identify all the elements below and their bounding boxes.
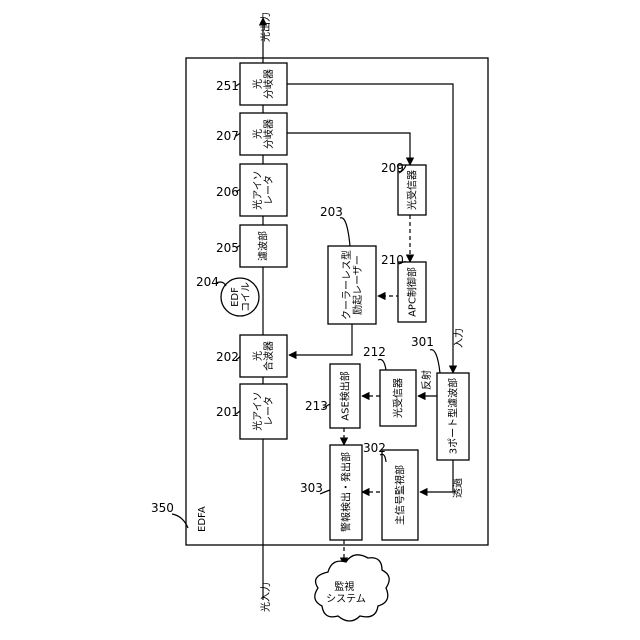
b201-ref-number: 201 — [216, 405, 239, 419]
b303-label-line: 警報検出・発出部 — [340, 452, 353, 532]
b209-label-line: 光受信器 — [406, 170, 419, 210]
b210-label: APC制御部 — [406, 267, 419, 317]
optical-input-label: 光入力 — [259, 582, 272, 612]
b251-label-line: 分岐器 — [262, 69, 275, 99]
b207-label-line: 光 — [251, 129, 264, 139]
transmit-301-302 — [420, 460, 453, 492]
b204-label-line: EDF — [230, 287, 241, 307]
b202-ref-number: 202 — [216, 350, 239, 364]
b204-label-line: コイル — [241, 282, 252, 312]
b301-ref-leader — [430, 350, 440, 373]
optical-output-label: 光出力 — [259, 12, 272, 42]
b251-label-line: 光 — [251, 79, 264, 89]
b205-ref-number: 205 — [216, 241, 239, 255]
edfa-ref-number: 350 — [151, 501, 174, 515]
b203-label: クーラーレス型励起レーザー — [340, 250, 364, 320]
b209-label: 光受信器 — [406, 170, 419, 210]
b204-ref-number: 204 — [196, 275, 219, 289]
b212-ref-number: 212 — [363, 345, 386, 359]
monitoring-system-line-1: 監視 — [334, 580, 354, 593]
b303-ref-number: 303 — [300, 481, 323, 495]
b302-ref-number: 302 — [363, 441, 386, 455]
b206-label-line: レータ — [263, 175, 275, 205]
b206-label-line: 光アイソ — [251, 170, 264, 210]
b212-ref-leader — [378, 359, 386, 370]
b212-label-line: 光受信器 — [392, 378, 405, 418]
b213-ref-number: 213 — [305, 399, 328, 413]
b206-ref-number: 206 — [216, 185, 239, 199]
b207-ref-number: 207 — [216, 129, 239, 143]
port-transmit-label: 透過 — [452, 478, 464, 498]
b301-label-line: 3ポート型濾波部 — [447, 378, 460, 454]
b202-label-line: 光 — [251, 351, 264, 361]
monitoring-system-line-2: システム — [326, 593, 366, 605]
port-reflect-label: 反射 — [421, 370, 433, 390]
port-input-label: 入力 — [452, 328, 465, 348]
b210-ref-number: 210 — [381, 253, 404, 267]
b209-ref-number: 209 — [381, 161, 404, 175]
b203-ref-leader — [340, 218, 350, 246]
b203-label-line: クーラーレス型 — [340, 250, 353, 320]
b210-label-line: APC制御部 — [406, 267, 419, 317]
b301-ref-number: 301 — [411, 335, 434, 349]
b212-label: 光受信器 — [392, 378, 405, 418]
b302-label-line: 主信号監視部 — [394, 465, 407, 525]
b202-label-line: 合波器 — [262, 341, 275, 371]
b251-ref-number: 251 — [216, 79, 239, 93]
b302-label: 主信号監視部 — [394, 465, 407, 525]
b203-label-line: 励起レーザー — [351, 255, 364, 315]
tap-251-line — [287, 84, 453, 373]
b201-label-line: レータ — [263, 396, 275, 426]
b201-label: 光アイソレータ — [251, 391, 275, 431]
b205-label-line: 濾波部 — [257, 231, 270, 261]
b203-ref-number: 203 — [320, 205, 343, 219]
b213-label: ASE検出部 — [339, 371, 352, 421]
edfa-label: EDFA — [197, 506, 208, 532]
pump-203-202 — [289, 322, 352, 355]
b206-label: 光アイソレータ — [251, 170, 275, 210]
b207-label-line: 分岐器 — [262, 119, 275, 149]
b201-label-line: 光アイソ — [251, 391, 264, 431]
b205-label: 濾波部 — [257, 231, 270, 261]
b303-label: 警報検出・発出部 — [340, 452, 353, 532]
b301-label: 3ポート型濾波部 — [447, 378, 460, 454]
b213-label-line: ASE検出部 — [339, 371, 352, 421]
